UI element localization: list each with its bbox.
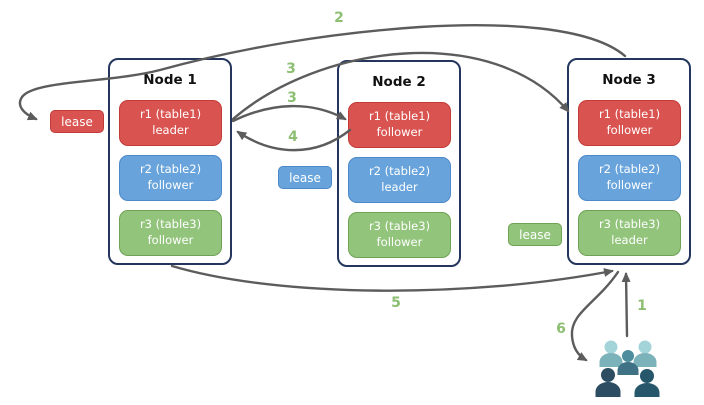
arrow-6-node3-to-users xyxy=(570,270,620,362)
node3-replica-r1-follower: r1 (table1) follower xyxy=(578,100,681,146)
replica-name: r1 (table1) xyxy=(139,107,202,122)
node3-replica-r2-follower: r2 (table2) follower xyxy=(578,155,681,201)
step-label-1: 1 xyxy=(637,298,647,314)
node-1-title: Node 1 xyxy=(143,72,197,88)
node-3-box: Node 3 r1 (table1) follower r2 (table2) … xyxy=(567,58,691,265)
users-group-icon xyxy=(595,340,660,397)
step-label-6: 6 xyxy=(556,321,566,337)
node-2-title: Node 2 xyxy=(372,74,426,90)
replica-name: r1 (table1) xyxy=(598,107,661,122)
replica-name: r1 (table1) xyxy=(368,109,431,124)
node-1-box: Node 1 r1 (table1) leader r2 (table2) fo… xyxy=(108,58,232,265)
arrow-1-users-to-node3 xyxy=(621,272,631,338)
replica-name: r2 (table2) xyxy=(368,164,431,179)
node1-replica-r2-follower: r2 (table2) follower xyxy=(119,155,222,201)
replica-name: r3 (table3) xyxy=(368,219,431,234)
node2-replica-r1-follower: r1 (table1) follower xyxy=(348,102,451,148)
step-label-3-to-node2: 3 xyxy=(287,90,297,106)
lease-label-green: lease xyxy=(508,223,562,246)
replica-role: follower xyxy=(606,178,653,192)
replica-role: follower xyxy=(376,125,423,139)
node1-replica-r3-follower: r3 (table3) follower xyxy=(119,210,222,256)
replica-role: follower xyxy=(376,235,423,249)
step-label-5: 5 xyxy=(391,295,401,311)
replica-role: follower xyxy=(147,178,194,192)
replica-role: follower xyxy=(147,233,194,247)
node-2-box: Node 2 r1 (table1) follower r2 (table2) … xyxy=(337,60,461,267)
node2-replica-r2-leader: r2 (table2) leader xyxy=(348,157,451,203)
node3-replica-r3-leader: r3 (table3) leader xyxy=(578,210,681,256)
arrow-5-node1-to-node3 xyxy=(170,264,614,292)
step-label-2: 2 xyxy=(334,10,344,26)
lease-label-blue: lease xyxy=(278,166,332,189)
lease-label-red: lease xyxy=(50,110,104,133)
replica-role: leader xyxy=(152,123,189,137)
replica-role: leader xyxy=(381,180,418,194)
replica-name: r2 (table2) xyxy=(139,162,202,177)
replica-name: r3 (table3) xyxy=(139,217,202,232)
step-label-3-to-node3: 3 xyxy=(286,61,296,77)
node1-replica-r1-leader: r1 (table1) leader xyxy=(119,100,222,146)
step-label-4: 4 xyxy=(288,129,298,145)
replica-name: r2 (table2) xyxy=(598,162,661,177)
replica-role: leader xyxy=(611,233,648,247)
replica-role: follower xyxy=(606,123,653,137)
node-3-title: Node 3 xyxy=(602,72,656,88)
arrow-3-node1-to-node2 xyxy=(231,104,347,123)
node2-replica-r3-follower: r3 (table3) follower xyxy=(348,212,451,258)
replica-name: r3 (table3) xyxy=(598,217,661,232)
